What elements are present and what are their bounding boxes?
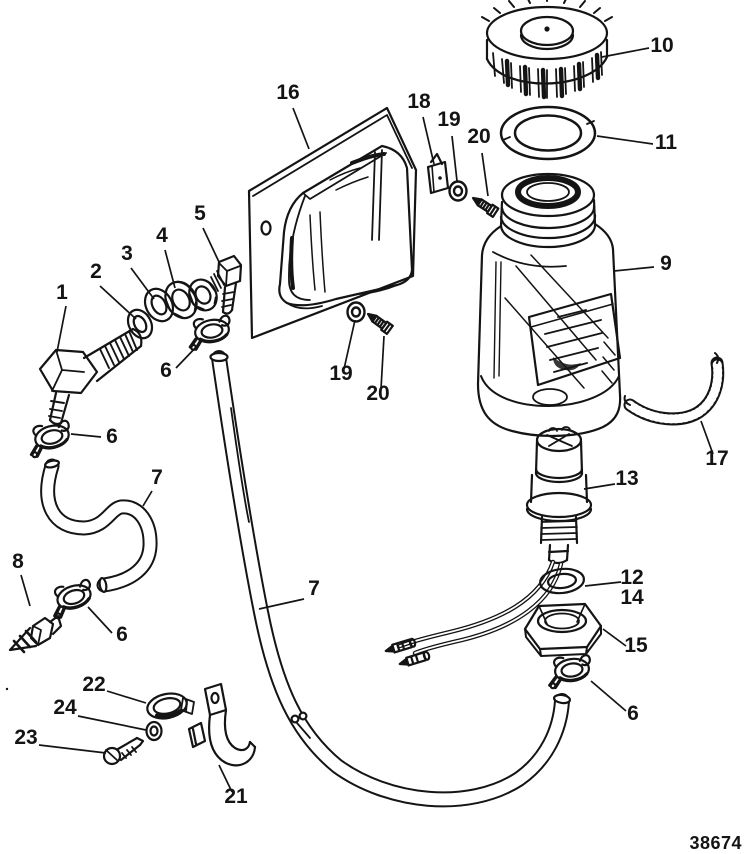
part-19-washer-upper [448,180,468,202]
callout-6: 6 [627,702,639,725]
callout-19: 19 [329,362,352,385]
callout-22: 22 [82,673,105,696]
callouts-layer: 1234566667789101112131415161718192019202… [12,34,729,808]
leader-line-20 [380,335,385,390]
part-9-reservoir [476,172,622,438]
part-8-barb-fitting [8,614,63,654]
callout-6: 6 [116,623,128,646]
wire-terminal [398,650,431,667]
part-20-screw-upper [469,192,500,218]
part-7-long-hose [209,350,572,808]
part-6-hose-clamp-d [544,651,595,691]
callout-5: 5 [194,202,206,225]
callout-23: 23 [14,726,37,749]
callout-6: 6 [160,359,172,382]
part-3-washer [143,287,175,323]
part-21-j-bracket [187,682,257,767]
part-6-hose-clamp-c [45,576,99,621]
leader-line-3 [130,267,155,300]
leader-line-2 [99,285,137,320]
callout-18: 18 [407,90,431,113]
leader-line-6 [590,680,627,712]
part-20-screw-lower [363,308,394,336]
part-13-fluid-sensor [384,426,593,667]
part-18-clip [426,152,450,195]
reservoir-label-sticker [527,292,622,387]
callout-7: 7 [308,577,320,600]
leader-line-7 [258,598,305,610]
callout-20: 20 [366,382,389,405]
leader-line-1 [56,305,67,353]
callout-10: 10 [650,34,673,57]
leader-line-7 [142,490,153,507]
wire-terminal [384,637,417,654]
leader-line-23 [38,744,107,754]
part-24-washer [145,720,163,742]
callout-14: 14 [620,586,644,609]
part-5-elbow-fitting [188,254,243,315]
leader-line-16 [292,107,310,150]
leader-line-13 [583,483,616,490]
leader-line-15 [602,628,627,647]
callout-6: 6 [106,425,118,448]
callout-24: 24 [53,696,77,719]
part-6-hose-clamp-b [23,417,76,460]
callout-4: 4 [156,224,168,247]
leader-line-12 [584,581,622,587]
callout-7: 7 [151,466,163,489]
line-art [5,0,725,808]
leader-line-6 [70,433,102,438]
leader-line-6 [87,606,113,634]
leader-line-8 [20,574,31,607]
part-6-hose-clamp-a [184,312,236,353]
part-10-filler-cap [481,0,613,100]
leader-line-5 [202,227,220,263]
leader-line-18 [422,116,435,165]
callout-19: 19 [437,108,460,131]
callout-3: 3 [121,242,133,265]
leader-line-11 [596,135,654,145]
leader-line-4 [164,249,176,289]
cap-center-dot [544,26,550,32]
callout-11: 11 [655,131,678,154]
callout-17: 17 [705,447,728,470]
callout-21: 21 [224,785,248,808]
leader-line-24 [77,715,147,731]
callout-20: 20 [467,125,490,148]
leader-line-10 [601,47,650,58]
leader-line-17 [700,420,714,455]
part-11-cap-gasket [499,105,597,161]
part-7-short-hose [40,458,158,594]
part-19-washer-lower [346,301,366,323]
leader-line-20 [481,152,489,197]
callout-13: 13 [615,467,638,490]
callout-8: 8 [12,550,24,573]
part-16-mounting-bracket [247,106,418,340]
part-17-corrugated-hose [623,352,725,426]
leader-line-22 [106,690,147,704]
callout-15: 15 [624,634,648,657]
leader-line-21 [218,764,233,793]
leader-line-19 [451,135,458,182]
part-15-hex-nut [523,602,603,657]
part-12-washer [538,567,586,595]
part-22-clamp-ring [146,692,195,720]
callout-12: 12 [620,566,643,589]
scan-speck [5,687,9,691]
hose-coupling-seam [290,711,311,739]
callout-2: 2 [90,260,102,283]
part-1-hollow-screw [38,327,143,426]
part-23-screw [102,736,145,766]
leader-line-19 [343,319,356,370]
leader-line-6 [175,342,201,369]
callout-9: 9 [660,252,672,275]
callout-1: 1 [56,281,68,304]
drawing-number: 38674 [689,833,742,853]
leader-line-9 [613,266,655,272]
callout-16: 16 [276,81,299,104]
